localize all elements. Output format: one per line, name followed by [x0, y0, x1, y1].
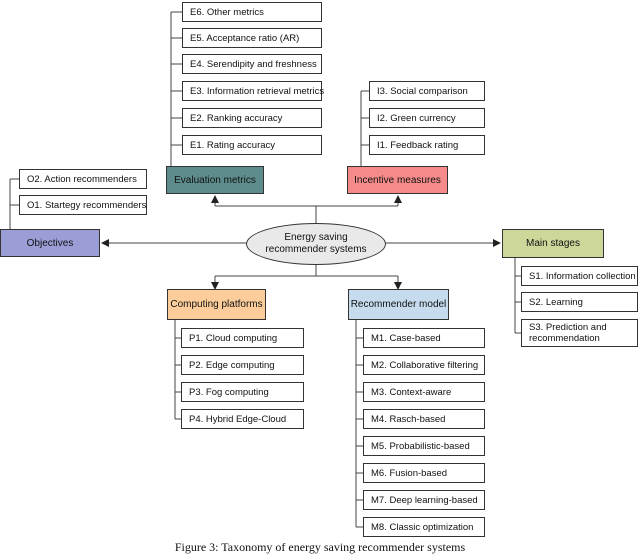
evaluation-item-e2: E2. Ranking accuracy [182, 108, 322, 128]
incentive-measures-node: Incentive measures [347, 166, 448, 194]
objectives-node: Objectives [0, 229, 100, 257]
computing-platforms-node: Computing platforms [167, 289, 266, 320]
computing-item-p3: P3. Fog computing [181, 382, 304, 402]
root-node: Energy saving recommender systems [246, 223, 386, 265]
incentive-item-i2: I2. Green currency [369, 108, 485, 128]
root-line-2: recommender systems [265, 244, 367, 255]
model-item-m3: M3. Context-aware [363, 382, 485, 402]
main-stages-node: Main stages [502, 229, 604, 258]
evaluation-item-e1: E1. Rating accuracy [182, 135, 322, 155]
evaluation-item-e3: E3. Information retrieval metrics [182, 81, 324, 101]
model-item-m1: M1. Case-based [363, 328, 485, 348]
figure-caption: Figure 3: Taxonomy of energy saving reco… [174, 540, 466, 554]
incentive-item-i3: I3. Social comparison [369, 81, 485, 101]
objectives-item-o1: O1. Startegy recommenders [19, 195, 147, 215]
model-item-m6: M6. Fusion-based [363, 463, 485, 483]
evaluation-item-e6: E6. Other metrics [182, 2, 322, 22]
evaluation-item-e4: E4. Serendipity and freshness [182, 54, 322, 74]
computing-item-p1: P1. Cloud computing [181, 328, 304, 348]
computing-item-p2: P2. Edge computing [181, 355, 304, 375]
model-item-m4: M4. Rasch-based [363, 409, 485, 429]
model-item-m7: M7. Deep learning-based [363, 490, 485, 510]
recommender-model-node: Recommender model [348, 289, 449, 320]
incentive-item-i1: I1. Feedback rating [369, 135, 485, 155]
model-item-m5: M5. Probabilistic-based [363, 436, 485, 456]
objectives-item-o2: O2. Action recommenders [19, 169, 147, 189]
evaluation-metrics-node: Evaluation metrics [166, 166, 264, 194]
stages-item-s3: S3. Prediction and recommendation [521, 319, 638, 347]
model-item-m2: M2. Collaborative filtering [363, 355, 485, 375]
stages-item-s1: S1. Information collection [521, 266, 638, 286]
stages-item-s2: S2. Learning [521, 292, 638, 312]
model-item-m8: M8. Classic optimization [363, 517, 485, 537]
root-line-1: Energy saving [284, 232, 348, 243]
computing-item-p4: P4. Hybrid Edge-Cloud [181, 409, 304, 429]
evaluation-item-e5: E5. Acceptance ratio (AR) [182, 28, 322, 48]
